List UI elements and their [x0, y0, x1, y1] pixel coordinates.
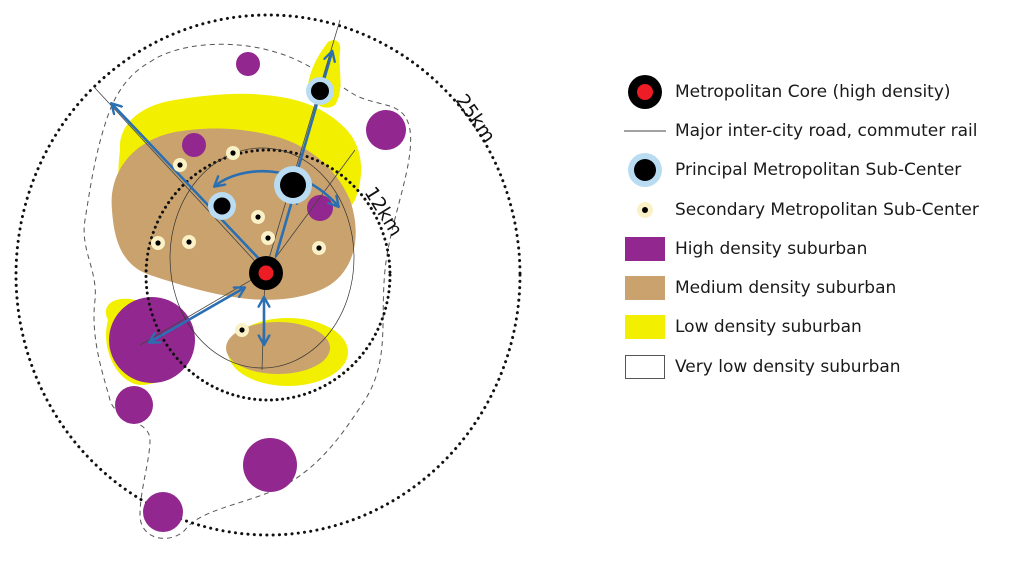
very-low-density-boundary: [83, 43, 412, 539]
low-density-swatch: [625, 315, 665, 340]
legend-item-medium-density: Medium density suburban: [624, 268, 1019, 307]
legend-item-very-low-density: Very low density suburban: [624, 347, 1019, 386]
high-density-swatch: [625, 236, 665, 261]
legend-item-high-density: High density suburban: [624, 229, 1019, 268]
secondary-subcenters: [151, 146, 326, 337]
metropolitan-core-icon: [628, 74, 662, 109]
principal-subcenter-icon: [306, 77, 334, 105]
high-density-suburb: [143, 492, 183, 532]
principal-subcenter-icon: [274, 166, 312, 204]
metropolitan-structure-diagram: 25km 12km: [14, 13, 522, 539]
metropolitan-core-icon: [249, 256, 283, 290]
secondary-subcenter-icon: [151, 236, 165, 250]
legend-label: Metropolitan Core (high density): [675, 81, 951, 102]
high-density-suburb: [182, 133, 206, 157]
legend-item-road: Major inter-city road, commuter rail: [624, 111, 1019, 150]
high-density-suburb: [243, 438, 297, 492]
high-density-suburb: [236, 52, 260, 76]
legend-label: Medium density suburban: [675, 278, 897, 299]
medium-density-zone-south: [226, 322, 330, 374]
legend-item-metropolitan-core: Metropolitan Core (high density): [624, 72, 1019, 111]
legend-item-principal-subcenter: Principal Metropolitan Sub-Center: [624, 151, 1019, 190]
very-low-density-swatch: [625, 354, 665, 379]
ring-12km-label: 12km: [360, 183, 407, 240]
secondary-subcenter-icon: [182, 235, 196, 249]
high-density-suburb: [366, 110, 406, 150]
flow-arrows: [112, 52, 338, 344]
secondary-subcenter-icon: [235, 323, 249, 337]
legend: Metropolitan Core (high density) Major i…: [624, 72, 1019, 386]
legend-item-secondary-subcenter: Secondary Metropolitan Sub-Center: [624, 190, 1019, 229]
high-density-suburb: [115, 386, 153, 424]
secondary-subcenter-icon: [261, 231, 275, 245]
secondary-subcenter-icon: [312, 241, 326, 255]
secondary-subcenter-icon: [637, 201, 653, 218]
legend-item-low-density: Low density suburban: [624, 308, 1019, 347]
ring-25km-label: 25km: [451, 90, 500, 147]
principal-subcenter-icon: [628, 153, 662, 188]
legend-label: High density suburban: [675, 238, 868, 259]
legend-label: Principal Metropolitan Sub-Center: [675, 160, 962, 181]
medium-density-swatch: [625, 276, 665, 301]
road-line-icon: [624, 130, 666, 132]
secondary-subcenter-icon: [251, 210, 265, 224]
legend-label: Major inter-city road, commuter rail: [675, 120, 978, 141]
high-density-suburb: [307, 195, 333, 221]
secondary-subcenter-icon: [226, 146, 240, 160]
secondary-subcenter-icon: [173, 158, 187, 172]
principal-subcenter-icon: [208, 192, 236, 220]
legend-label: Very low density suburban: [675, 356, 901, 377]
principal-subcenters: [208, 77, 334, 220]
ring-25km: [14, 13, 522, 537]
legend-label: Secondary Metropolitan Sub-Center: [675, 199, 979, 220]
ring-12km: [144, 148, 392, 402]
legend-label: Low density suburban: [675, 317, 862, 338]
